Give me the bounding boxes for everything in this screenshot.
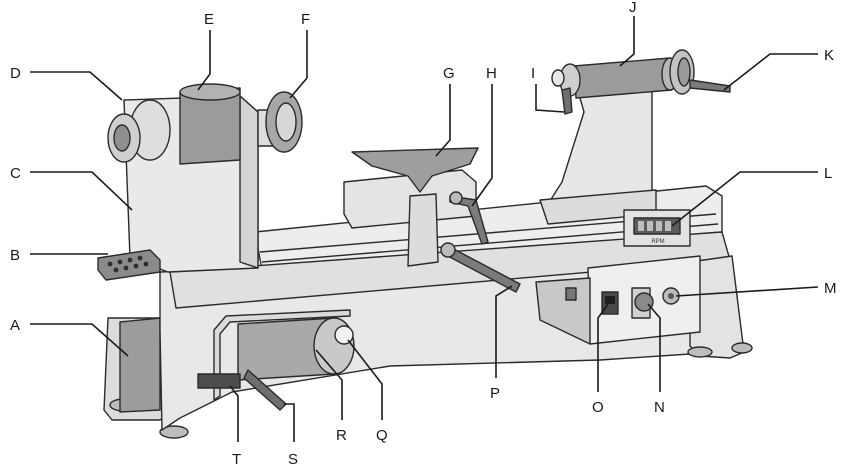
pulley-cover-top [180, 84, 240, 100]
label-o: O [592, 399, 604, 416]
label-m: M [824, 280, 837, 297]
banjo-post [408, 194, 438, 266]
leader-t [230, 386, 238, 442]
speed-knob [635, 293, 653, 311]
access-panel [120, 318, 160, 412]
leader-s [284, 404, 294, 442]
motor-end-cap [335, 326, 353, 344]
label-j: J [629, 0, 637, 16]
outboard-spindle-bore [114, 125, 130, 151]
lathe-body: RPM [98, 50, 752, 438]
label-t: T [232, 451, 241, 468]
right-foot-rear [732, 343, 752, 353]
label-r: R [336, 427, 347, 444]
speed-display-unit: RPM [651, 239, 664, 245]
leader-i [536, 84, 564, 112]
indexing-knob-center [668, 293, 674, 299]
label-d: D [10, 65, 21, 82]
label-e: E [204, 11, 214, 28]
label-h: H [486, 65, 497, 82]
label-l: L [824, 165, 832, 182]
label-s: S [288, 451, 298, 468]
leader-k [724, 54, 818, 90]
label-g: G [443, 65, 455, 82]
belt-tension-lever [198, 374, 240, 388]
headstock-side [240, 96, 258, 268]
leader-d [30, 72, 122, 100]
leader-f [290, 30, 307, 98]
label-q: Q [376, 427, 388, 444]
label-c: C [10, 165, 21, 182]
leader-g [436, 84, 450, 156]
label-k: K [824, 47, 834, 64]
label-a: A [10, 317, 20, 334]
tool-rest-lock-knob [450, 192, 462, 204]
handwheel-rim [678, 58, 690, 86]
label-i: I [531, 65, 535, 82]
handwheel-crank [690, 80, 730, 92]
right-foot-front [688, 347, 712, 357]
leader-c [30, 172, 132, 210]
label-f: F [301, 11, 310, 28]
leader-e [198, 30, 210, 90]
outlet [566, 288, 576, 300]
quill-lock-handle [562, 88, 572, 114]
faceplate-inner [276, 103, 296, 141]
banjo-lock-knob [441, 243, 455, 257]
label-b: B [10, 247, 20, 264]
label-p: P [490, 385, 500, 402]
leader-j [620, 16, 634, 66]
live-center-tip [552, 70, 564, 86]
label-n: N [654, 399, 665, 416]
power-switch-rocker [605, 296, 615, 304]
